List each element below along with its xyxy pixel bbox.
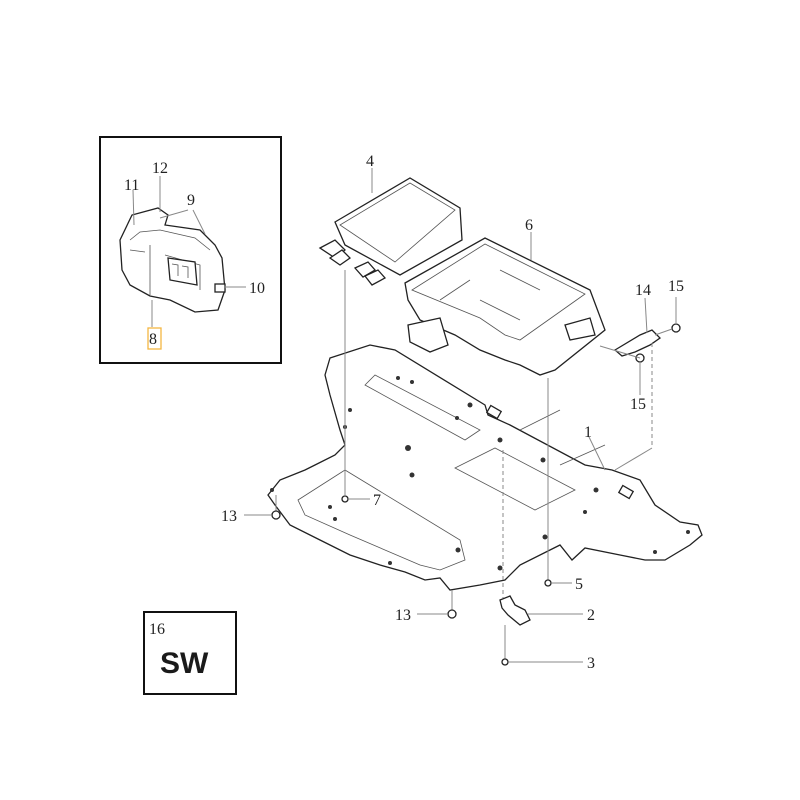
plate-holes (270, 376, 690, 571)
callout-7[interactable]: 7 (373, 492, 381, 509)
callout-1[interactable]: 1 (584, 424, 592, 441)
callout-11: 11 (124, 177, 139, 194)
part-1-plate (267, 344, 703, 591)
callout-4[interactable]: 4 (366, 153, 374, 170)
callout-2[interactable]: 2 (587, 607, 595, 624)
callout-15-top[interactable]: 15 (668, 278, 684, 295)
callout-13-left[interactable]: 13 (221, 508, 237, 525)
part-15-bolts (635, 297, 681, 395)
inset-module-drawing (119, 207, 226, 313)
badge-number: 16 (149, 621, 165, 638)
inset-detail: 11 12 9 10 8 (99, 136, 282, 364)
callout-10: 10 (249, 280, 265, 297)
badge-code: SW (160, 647, 209, 680)
callout-14[interactable]: 14 (635, 282, 651, 299)
callout-6[interactable]: 6 (525, 217, 533, 234)
callout-9: 9 (187, 192, 195, 209)
part-14-bracket (613, 297, 662, 357)
part-4-module (318, 168, 463, 286)
callout-8-highlight (147, 327, 162, 350)
sw-badge: 16 SW (143, 611, 237, 695)
part-6-module (404, 232, 606, 376)
callout-5[interactable]: 5 (575, 576, 583, 593)
callout-8[interactable]: 8 (149, 331, 157, 348)
callout-13-bottom[interactable]: 13 (395, 607, 411, 624)
callout-15-bottom[interactable]: 15 (630, 396, 646, 413)
callout-3[interactable]: 3 (587, 655, 595, 672)
fasteners (244, 270, 583, 666)
callout-12: 12 (152, 160, 168, 177)
